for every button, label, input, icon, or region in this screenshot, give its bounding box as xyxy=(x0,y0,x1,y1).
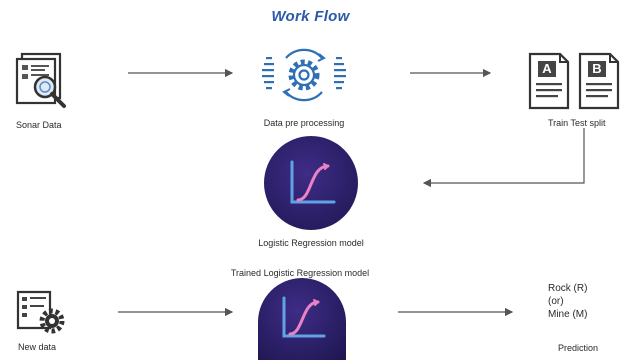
new-data-node xyxy=(14,288,74,338)
new-data-label: New data xyxy=(18,342,57,352)
split-node: A B xyxy=(524,50,621,112)
trained-model-label: Trained Logistic Regression model xyxy=(230,268,370,278)
doc-letter-b: B xyxy=(592,61,602,76)
logistic-model-node xyxy=(264,136,358,230)
gear-process-icon xyxy=(262,48,346,102)
preprocess-label: Data pre processing xyxy=(263,118,345,128)
diagram-title: Work Flow xyxy=(271,8,350,25)
preprocess-node xyxy=(256,40,352,110)
sonar-data-icon xyxy=(15,52,66,108)
ab-documents-icon xyxy=(528,52,620,110)
split-label: Train Test split xyxy=(548,118,606,128)
new-data-gear-icon xyxy=(16,290,65,334)
arrow-split-to-model xyxy=(422,128,585,188)
sonar-data-node xyxy=(14,50,78,112)
logistic-curve-icon xyxy=(282,296,326,338)
prediction-option-rock: Rock (R) xyxy=(548,283,588,294)
prediction-label: Prediction xyxy=(558,343,599,353)
sonar-data-label: Sonar Data xyxy=(16,120,62,130)
logistic-curve-icon xyxy=(290,160,336,204)
logistic-model-label: Logistic Regression model xyxy=(258,238,364,248)
prediction-option-or: (or) xyxy=(548,296,564,307)
prediction-option-mine: Mine (M) xyxy=(548,309,588,320)
prediction-outcomes: Rock (R) (or) Mine (M) xyxy=(548,282,587,321)
trained-model-node xyxy=(258,278,346,360)
doc-letter-a: A xyxy=(542,61,552,76)
